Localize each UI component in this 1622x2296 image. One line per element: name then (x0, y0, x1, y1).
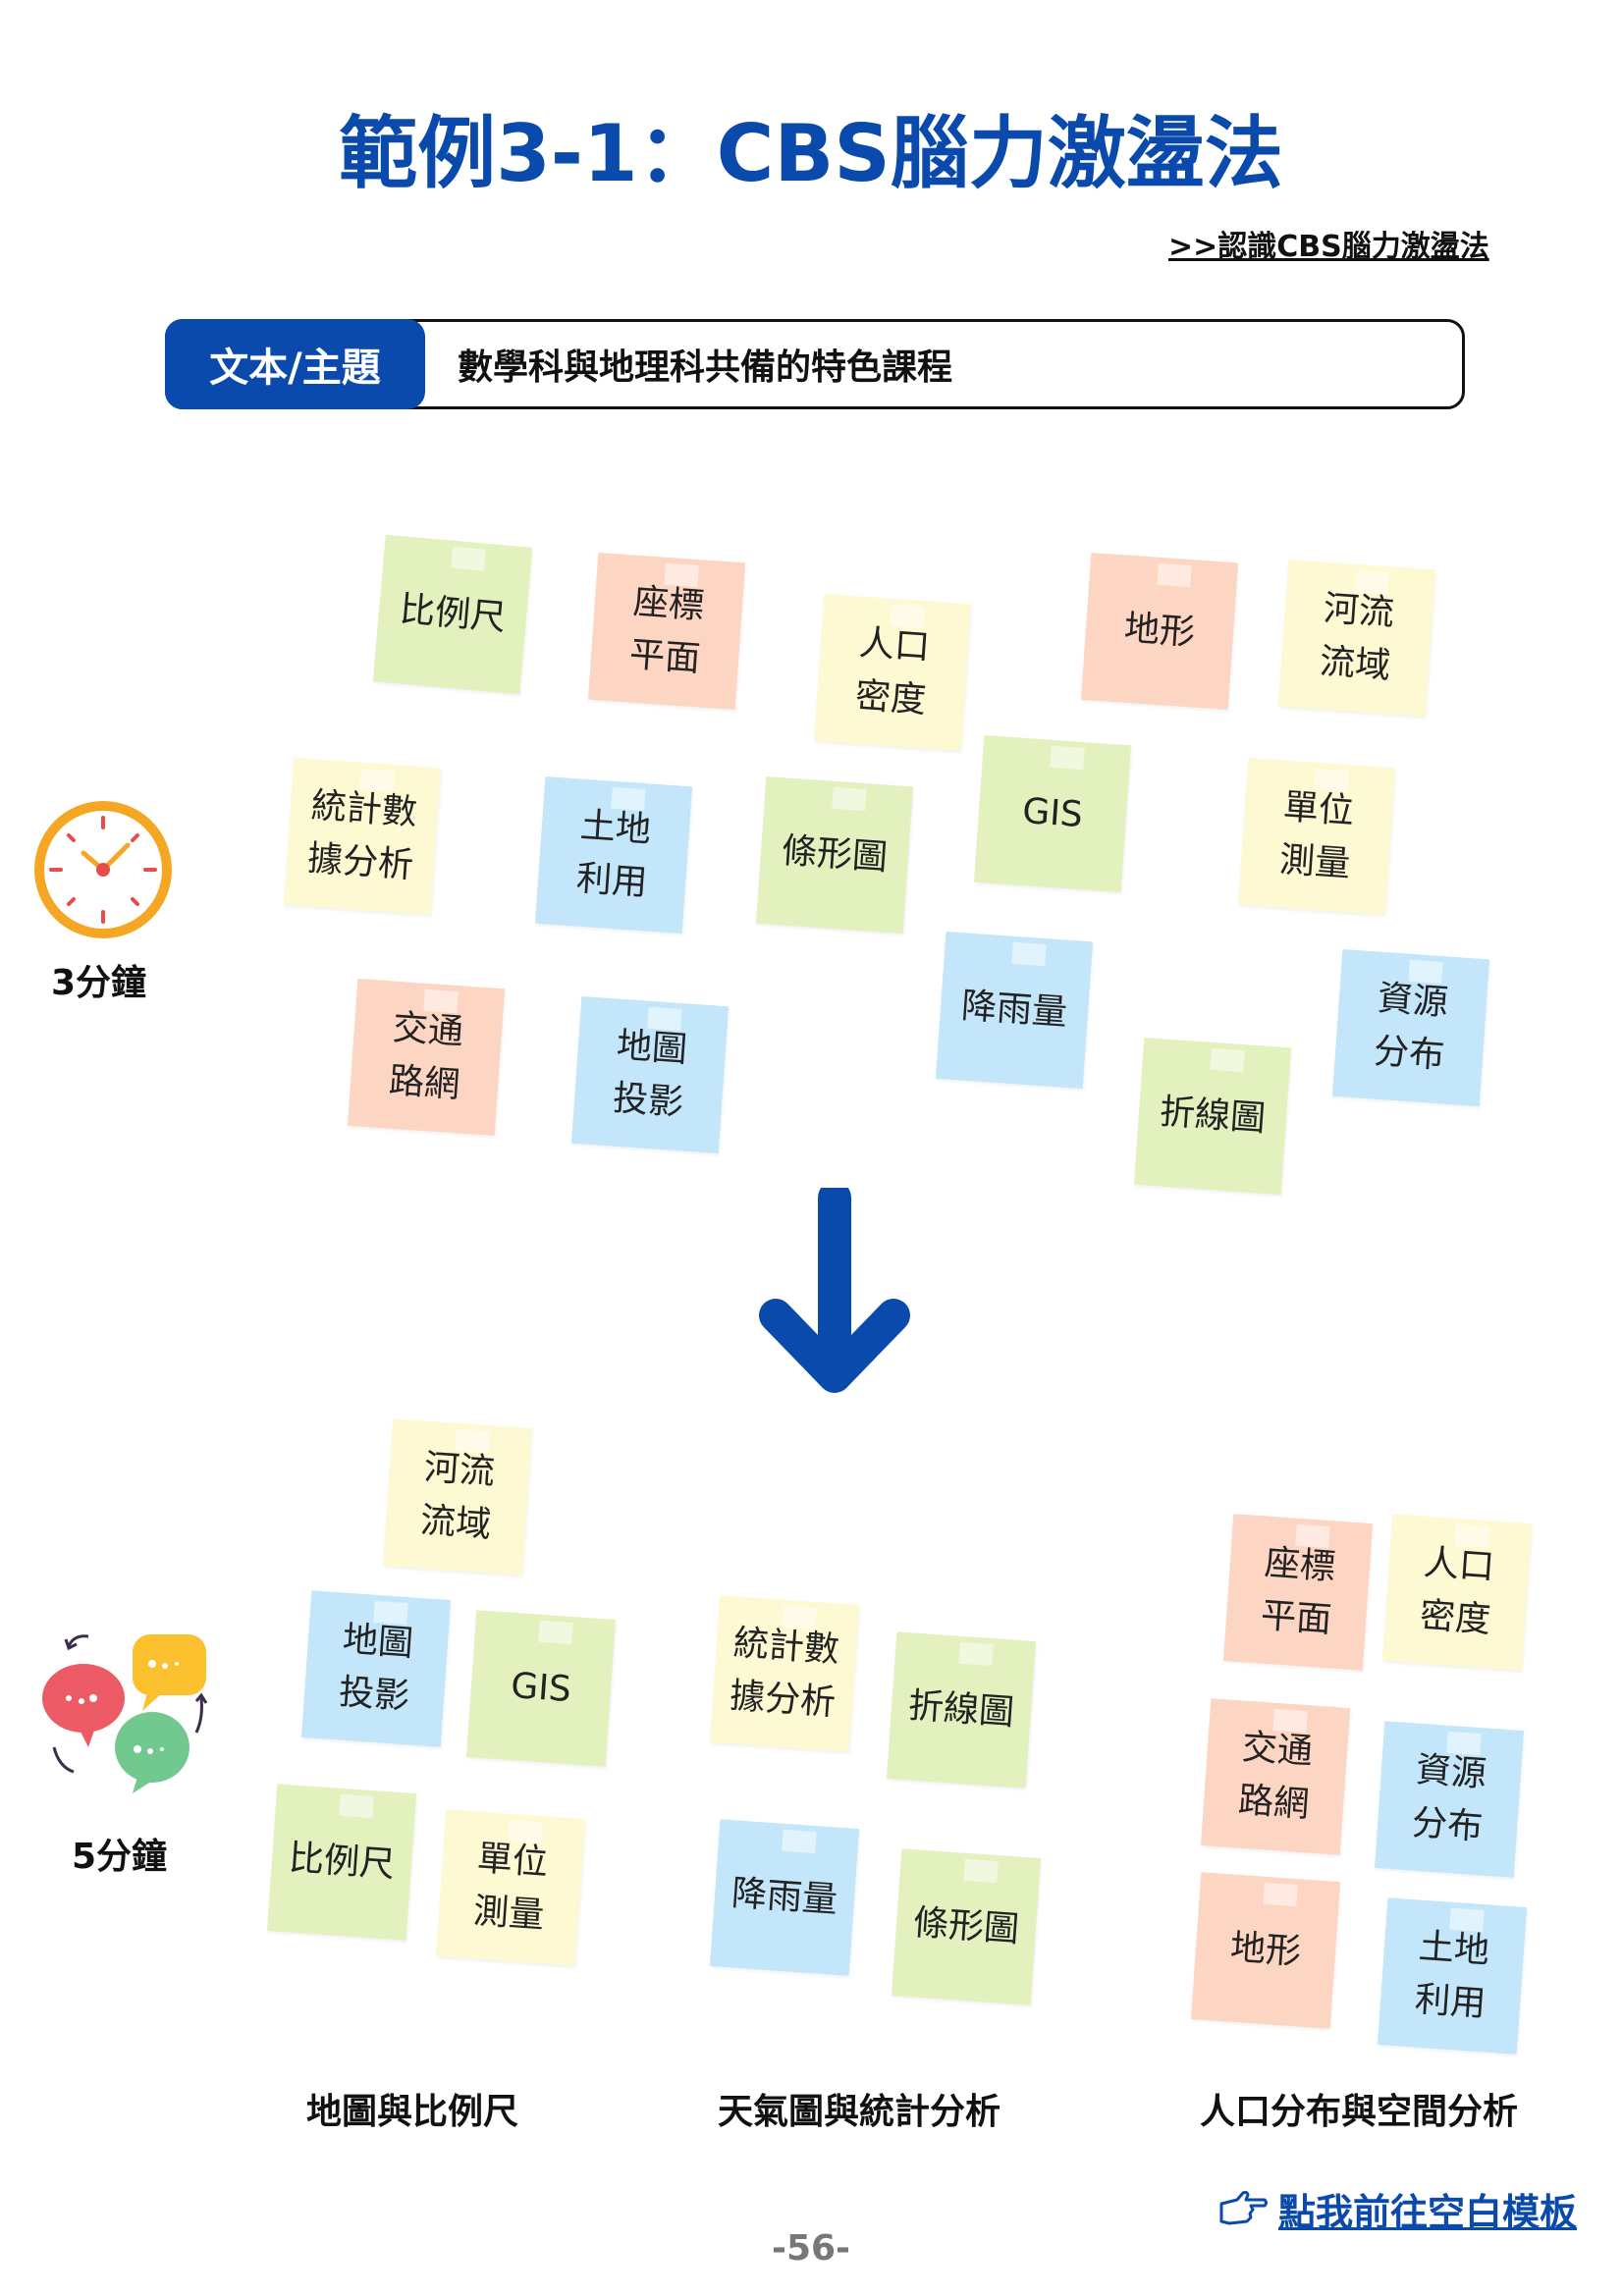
sticky-note[interactable]: 資源 分布 (1331, 948, 1490, 1107)
sticky-note[interactable]: 土地 利用 (534, 775, 693, 934)
sticky-note[interactable]: 地圖 投影 (570, 995, 730, 1154)
sticky-note[interactable]: 河流 流域 (382, 1418, 533, 1575)
sticky-note[interactable]: 降雨量 (935, 931, 1094, 1090)
note-text: 交通 路網 (1236, 1727, 1315, 1826)
template-link-text[interactable]: 點我前往空白模板 (1278, 2191, 1578, 2234)
note-text: 土地 利用 (574, 805, 653, 904)
note-text: 座標 平面 (627, 581, 706, 680)
note-text: 降雨量 (730, 1873, 839, 1921)
sticky-note[interactable]: 資源 分布 (1374, 1721, 1525, 1878)
page-title: 範例3-1：CBS腦力激盪法 (339, 108, 1283, 199)
sticky-note[interactable]: 人口 密度 (1381, 1514, 1533, 1671)
blank-template-link[interactable]: 點我前往空白模板 (1217, 2182, 1577, 2236)
note-text: 比例尺 (287, 1838, 397, 1886)
note-text: 條形圖 (780, 830, 890, 879)
note-text: 折線圖 (1158, 1092, 1268, 1140)
group-label: 地圖與比例尺 (305, 2092, 519, 2132)
arrow-down-icon (759, 1188, 910, 1393)
note-text: 河流 流域 (1318, 588, 1396, 687)
note-text: 單位 測量 (471, 1838, 550, 1937)
sticky-note[interactable]: 統計數 據分析 (709, 1595, 860, 1752)
note-text: 地形 (1228, 1927, 1303, 1973)
sticky-note[interactable]: 單位 測量 (1237, 757, 1396, 916)
group-label: 人口分布與空間分析 (1199, 2092, 1519, 2132)
note-text: 資源 分布 (1372, 978, 1450, 1077)
sticky-note[interactable]: 單位 測量 (435, 1809, 586, 1966)
note-text: 河流 流域 (418, 1447, 497, 1546)
note-text: 資源 分布 (1410, 1749, 1488, 1848)
sticky-note[interactable]: 折線圖 (1133, 1037, 1292, 1196)
note-text: 統計數 據分析 (728, 1623, 841, 1724)
note-text: 地形 (1122, 608, 1197, 654)
topic-label: 文本/主題 (165, 319, 425, 409)
intro-cbs-link[interactable]: >>認識CBS腦力激盪法 (1168, 230, 1489, 264)
sticky-note[interactable]: 比例尺 (372, 534, 533, 695)
note-text: 統計數 據分析 (305, 785, 419, 886)
note-text: 條形圖 (911, 1902, 1021, 1950)
sticky-note[interactable]: 交通 路網 (347, 978, 506, 1137)
page-number: -56- (772, 2228, 850, 2269)
sticky-note[interactable]: 人口 密度 (813, 593, 972, 752)
sticky-note[interactable]: 座標 平面 (1222, 1514, 1374, 1671)
sticky-note[interactable]: 地圖 投影 (300, 1590, 452, 1747)
sticky-note[interactable]: 交通 路網 (1200, 1698, 1351, 1855)
sticky-note[interactable]: 降雨量 (709, 1819, 860, 1976)
sticky-note[interactable]: 河流 流域 (1277, 559, 1436, 718)
note-text: GIS (509, 1665, 573, 1711)
note-text: 地圖 投影 (337, 1619, 415, 1718)
note-text: 人口 密度 (853, 622, 932, 721)
note-text: 交通 路網 (387, 1007, 465, 1106)
sticky-note[interactable]: 統計數 據分析 (283, 757, 442, 916)
sticky-note[interactable]: 土地 利用 (1377, 1897, 1528, 2055)
topic-box: 文本/主題 數學科與地理科共備的特色課程 (165, 319, 1465, 409)
note-text: 地圖 投影 (611, 1025, 689, 1124)
sticky-note[interactable]: 座標 平面 (587, 552, 746, 711)
note-text: 土地 利用 (1413, 1926, 1491, 2025)
note-text: 人口 密度 (1418, 1542, 1496, 1641)
clock-icon (34, 801, 172, 938)
group-label: 天氣圖與統計分析 (717, 2092, 1001, 2132)
sticky-note[interactable]: 折線圖 (886, 1631, 1037, 1789)
sticky-note[interactable]: 地形 (1080, 552, 1239, 711)
note-text: 比例尺 (398, 589, 508, 639)
sticky-note[interactable]: 地形 (1190, 1872, 1341, 2029)
stage2-timer: 5分鐘 (72, 1837, 168, 1877)
sticky-note[interactable]: 條形圖 (755, 775, 914, 934)
stage1-timer: 3分鐘 (51, 963, 147, 1003)
sticky-note[interactable]: 條形圖 (891, 1848, 1042, 2005)
chat-bubbles-icon (42, 1634, 208, 1793)
sticky-note[interactable]: GIS (465, 1610, 617, 1767)
note-text: 座標 平面 (1259, 1542, 1337, 1641)
topic-value: 數學科與地理科共備的特色課程 (458, 347, 953, 388)
pointing-hand-icon (1219, 2190, 1268, 2224)
sticky-note[interactable]: GIS (973, 734, 1132, 893)
note-text: 單位 測量 (1277, 786, 1356, 885)
sticky-note[interactable]: 比例尺 (266, 1784, 417, 1941)
note-text: GIS (1020, 790, 1085, 836)
note-text: 折線圖 (906, 1685, 1016, 1734)
note-text: 降雨量 (959, 986, 1069, 1034)
